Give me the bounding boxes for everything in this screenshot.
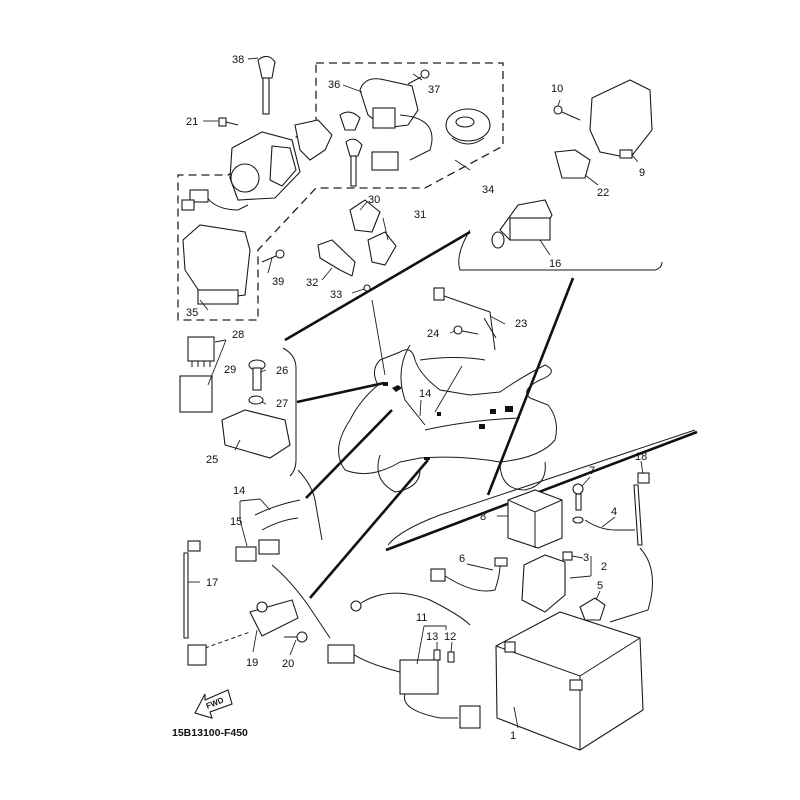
ref-label-31: 31 [414,209,426,221]
ref-label-29: 29 [224,364,236,376]
harness-group-bracket [297,469,323,541]
part-32-band [317,239,356,277]
part-2-starter-relay [521,554,566,613]
part-30-31-connector [349,199,397,266]
part-reference-labels: 38 21 36 37 34 35 39 30 31 32 33 10 9 22… [186,54,647,742]
motorcycle-outline [338,344,557,493]
ref-label-14-bike: 14 [419,388,431,400]
ref-label-19: 19 [246,657,258,669]
ref-label-5: 5 [597,580,603,592]
ref-label-20: 20 [282,658,294,670]
part-37-screw [407,69,430,85]
leader-line-harness [305,409,393,499]
ref-label-23: 23 [515,318,527,330]
part-14-harness-section [254,499,301,531]
ref-label-33: 33 [330,289,342,301]
ref-label-11: 11 [416,612,427,624]
part-10-bolt [553,105,581,121]
ref-label-35: 35 [186,307,198,319]
part-12-fuse [447,651,455,663]
ref-label-18: 18 [635,451,647,463]
part-1-battery [495,611,644,751]
ref-label-3: 3 [583,552,589,564]
part-19-sensor [187,599,299,666]
part-9-regulator [589,79,653,159]
ref-label-4: 4 [611,506,617,518]
part-7-bolt [572,483,584,524]
leader-line-battery [385,430,698,552]
part-16-horn [491,199,553,249]
part-22-connector [554,149,591,179]
ref-label-8: 8 [480,511,486,523]
ref-label-36: 36 [328,79,340,91]
ref-label-37: 37 [428,84,440,96]
part-6-negative-lead [350,557,508,626]
part-main-switch-body [181,119,333,211]
ref-label-2: 2 [601,561,607,573]
sensor-group-bracket [271,564,331,639]
part-20-screw [284,631,308,643]
ref-label-30: 30 [368,194,380,206]
part-keys [339,111,363,187]
drawing-code: 15B13100-F450 [172,727,248,739]
leader-line-lockset [284,230,471,342]
part-lock-cap [445,108,491,145]
ref-label-9: 9 [639,167,645,179]
part-21-bolt [218,117,239,127]
ref-label-22: 22 [597,187,609,199]
part-11-fuse-box [327,644,481,729]
part-23-bracket [433,287,497,351]
part-28-relay [187,336,215,367]
ref-label-34: 34 [482,184,494,196]
part-36-antenna [359,78,433,171]
ref-label-26: 26 [276,365,288,377]
ref-label-12: 12 [444,631,456,643]
part-8-relay-cover [507,489,563,549]
ref-label-6: 6 [459,553,465,565]
ref-label-28: 28 [232,329,244,341]
part-33-screw [363,284,371,292]
ref-label-27: 27 [276,398,288,410]
horn-group-bracket [458,229,663,271]
forward-direction-arrow: FWD [194,689,233,719]
battery-group-bracket [387,429,696,546]
part-18-cable-tie [609,472,653,623]
leader-line-band [371,299,386,376]
part-29-relay [179,375,213,413]
part-13-fuse [433,649,441,661]
part-26-bolt [248,359,266,391]
ref-label-16: 16 [549,258,561,270]
part-15-connector [235,539,280,562]
part-25-relay [221,409,291,459]
leader-line-bracket [434,365,463,413]
part-5-terminal-cover [579,597,606,621]
part-3-fuse [562,551,573,561]
part-24-bolt [453,325,479,335]
part-35-immobilizer-unit [182,224,251,305]
ref-label-15: 15 [230,516,242,528]
ref-label-38: 38 [232,54,244,66]
ref-label-32: 32 [306,277,318,289]
ref-label-25: 25 [206,454,218,466]
ref-label-7: 7 [589,465,595,477]
label-leaders [188,57,644,729]
ref-label-39: 39 [272,276,284,288]
leader-line-relays [296,381,385,404]
part-27-washer [248,395,264,405]
part-4-starter-lead [584,519,635,531]
relay-group-bracket [282,347,297,477]
ref-label-24: 24 [427,328,439,340]
leader-line-sensor [309,459,429,599]
part-38-key-blank [257,55,276,115]
ref-label-10: 10 [551,83,563,95]
ref-label-13: 13 [426,631,438,643]
ref-label-21: 21 [186,116,198,128]
part-17-cable-tie [183,540,201,639]
ref-label-1: 1 [510,730,516,742]
ref-label-17: 17 [206,577,218,589]
ref-label-14: 14 [233,485,245,497]
part-39-screw [261,249,285,263]
